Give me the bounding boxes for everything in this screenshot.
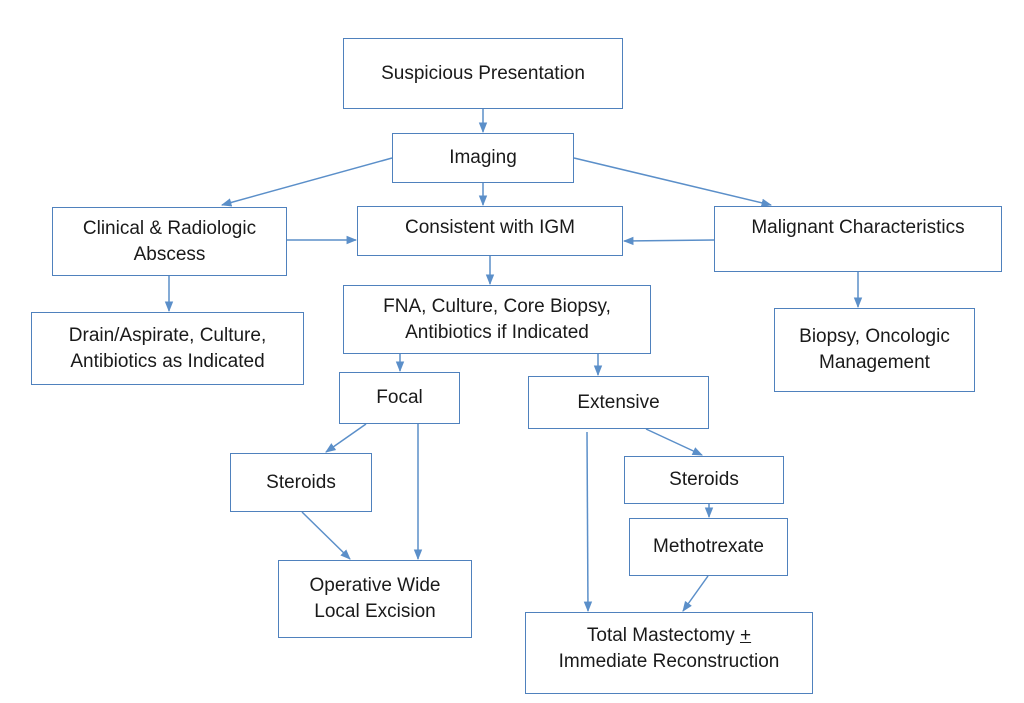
node-label-line1: Total Mastectomy (586, 625, 740, 646)
node-label: Steroids (266, 471, 336, 493)
node-drain-aspirate: Drain/Aspirate, Culture, Antibiotics as … (31, 312, 304, 385)
node-label: Consistent with IGM (405, 217, 575, 238)
node-consistent-with-igm: Consistent with IGM (357, 206, 623, 256)
node-steroids-focal: Steroids (230, 453, 372, 512)
edge-extensive-steroids (645, 428, 703, 456)
node-label: Clinical & Radiologic Abscess (82, 217, 257, 265)
node-steroids-extensive: Steroids (624, 456, 784, 504)
edge-malignant-consistent (622, 236, 715, 246)
node-operative-excision: Operative Wide Local Excision (278, 560, 472, 638)
node-label: Drain/Aspirate, Culture, Antibiotics as … (68, 324, 267, 372)
node-total-mastectomy: Total Mastectomy + Immediate Reconstruct… (525, 612, 813, 694)
plus-minus-symbol: + (740, 625, 752, 646)
edge-imaging-clinical (220, 157, 393, 207)
edge-extensive-mastectomy (583, 431, 593, 613)
node-label-line2: Immediate Reconstruction (558, 650, 780, 672)
node-label: Extensive (577, 391, 660, 413)
node-label: FNA, Culture, Core Biopsy, Antibiotics i… (383, 295, 611, 343)
node-methotrexate: Methotrexate (629, 518, 788, 576)
node-label: Malignant Characteristics (751, 217, 965, 238)
edge-steroids-operative (301, 511, 351, 560)
node-imaging: Imaging (392, 133, 574, 183)
node-clinical-radiologic-abscess: Clinical & Radiologic Abscess (52, 207, 287, 276)
node-label: Methotrexate (653, 536, 764, 558)
node-label: Steroids (669, 469, 739, 491)
edge-focal-steroids (325, 423, 367, 453)
node-focal: Focal (339, 372, 460, 424)
edge-imaging-malignant (573, 157, 773, 207)
node-biopsy-oncologic: Biopsy, Oncologic Management (774, 308, 975, 392)
node-label: Suspicious Presentation (381, 62, 585, 84)
node-malignant-characteristics: Malignant Characteristics (714, 206, 1002, 272)
node-extensive: Extensive (528, 376, 709, 429)
mastectomy-label: Total Mastectomy + Immediate Reconstruct… (559, 623, 780, 674)
node-label: Operative Wide Local Excision (309, 575, 441, 622)
edge-methotrexate-mastectomy (682, 575, 709, 612)
node-label: Focal (376, 387, 423, 409)
node-suspicious-presentation: Suspicious Presentation (343, 38, 623, 109)
node-label: Biopsy, Oncologic Management (799, 326, 950, 373)
node-fna-culture-biopsy: FNA, Culture, Core Biopsy, Antibiotics i… (343, 285, 651, 354)
node-label: Imaging (449, 147, 517, 169)
